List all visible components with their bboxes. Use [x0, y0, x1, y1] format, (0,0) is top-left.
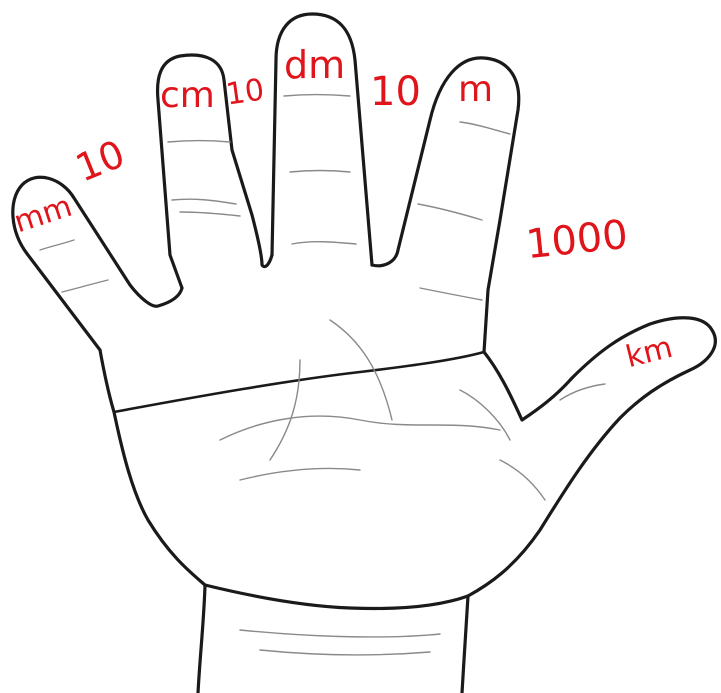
unit-m-label: m — [458, 72, 493, 108]
unit-cm-label: cm — [160, 78, 215, 114]
palm-lines — [220, 320, 605, 655]
thumb-outline — [468, 318, 715, 596]
palm-left-edge — [100, 350, 205, 585]
factor-cm-dm-label: 10 — [224, 75, 266, 110]
wrist-left — [198, 585, 205, 693]
unit-dm-label: dm — [284, 46, 345, 84]
wrist-right — [462, 596, 468, 693]
palm-bottom-edge — [205, 585, 468, 609]
factor-m-km-label: 1000 — [524, 215, 629, 265]
factor-dm-m-label: 10 — [370, 72, 421, 112]
